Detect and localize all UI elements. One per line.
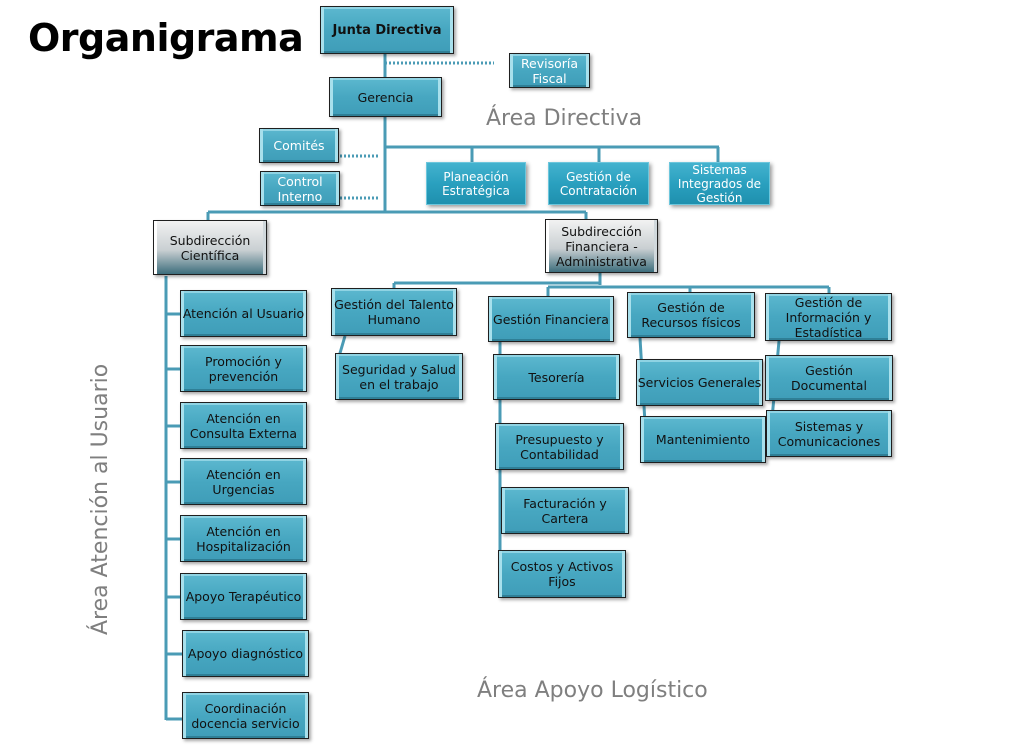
node-control-interno[interactable]: Control Interno xyxy=(260,171,340,206)
node-planeacion-estrategica[interactable]: Planeación Estratégica xyxy=(426,162,526,205)
node-cientifica-unit[interactable]: Atención en Urgencias xyxy=(180,458,307,505)
node-subdireccion-financiera[interactable]: Subdirección Financiera - Administrativa xyxy=(545,219,658,273)
node-presupuesto-contabilidad[interactable]: Presupuesto y Contabilidad xyxy=(495,423,624,470)
node-cientifica-unit[interactable]: Apoyo diagnóstico xyxy=(182,630,309,677)
node-revisoria-fiscal[interactable]: Revisoría Fiscal xyxy=(509,53,590,88)
node-cientifica-unit[interactable]: Atención en Hospitalización xyxy=(180,515,307,562)
node-cientifica-unit[interactable]: Promoción y prevención xyxy=(180,345,307,392)
node-mantenimiento[interactable]: Mantenimiento xyxy=(640,416,766,463)
node-gestion-financiera[interactable]: Gestión Financiera xyxy=(488,296,614,342)
node-costos-activos[interactable]: Costos y Activos Fijos xyxy=(498,550,626,598)
node-servicios-generales[interactable]: Servicios Generales xyxy=(636,359,763,406)
node-subdireccion-cientifica[interactable]: Subdirección Científica xyxy=(153,220,267,275)
node-gerencia[interactable]: Gerencia xyxy=(329,77,442,117)
node-facturacion-cartera[interactable]: Facturación y Cartera xyxy=(501,487,629,534)
node-gestion-documental[interactable]: Gestión Documental xyxy=(765,355,893,401)
node-tesoreria[interactable]: Tesorería xyxy=(493,354,620,400)
area-logistico-label: Área Apoyo Logístico xyxy=(477,678,708,703)
node-cientifica-unit[interactable]: Coordinación docencia servicio xyxy=(182,692,309,739)
node-junta-directiva[interactable]: Junta Directiva xyxy=(320,6,454,54)
node-gestion-talento-humano[interactable]: Gestión del Talento Humano xyxy=(331,288,457,336)
node-comites[interactable]: Comités xyxy=(259,128,339,163)
node-cientifica-unit[interactable]: Atención al Usuario xyxy=(180,290,307,337)
node-cientifica-unit[interactable]: Atención en Consulta Externa xyxy=(180,402,307,449)
page-title: Organigrama xyxy=(28,16,304,60)
node-gestion-informacion[interactable]: Gestión de Información y Estadística xyxy=(765,293,892,341)
node-gestion-recursos-fisicos[interactable]: Gestión de Recursos físicos xyxy=(627,292,755,338)
node-cientifica-unit[interactable]: Apoyo Terapéutico xyxy=(180,573,307,620)
area-directiva-label: Área Directiva xyxy=(486,106,643,131)
node-gestion-contratacion[interactable]: Gestión de Contratación xyxy=(548,162,649,205)
area-usuario-label: Área Atención al Usuario xyxy=(88,363,113,635)
node-sistemas-integrados[interactable]: Sistemas Integrados de Gestión xyxy=(669,162,770,205)
node-seguridad-salud[interactable]: Seguridad y Salud en el trabajo xyxy=(335,353,463,400)
node-sistemas-comunicaciones[interactable]: Sistemas y Comunicaciones xyxy=(766,410,892,457)
